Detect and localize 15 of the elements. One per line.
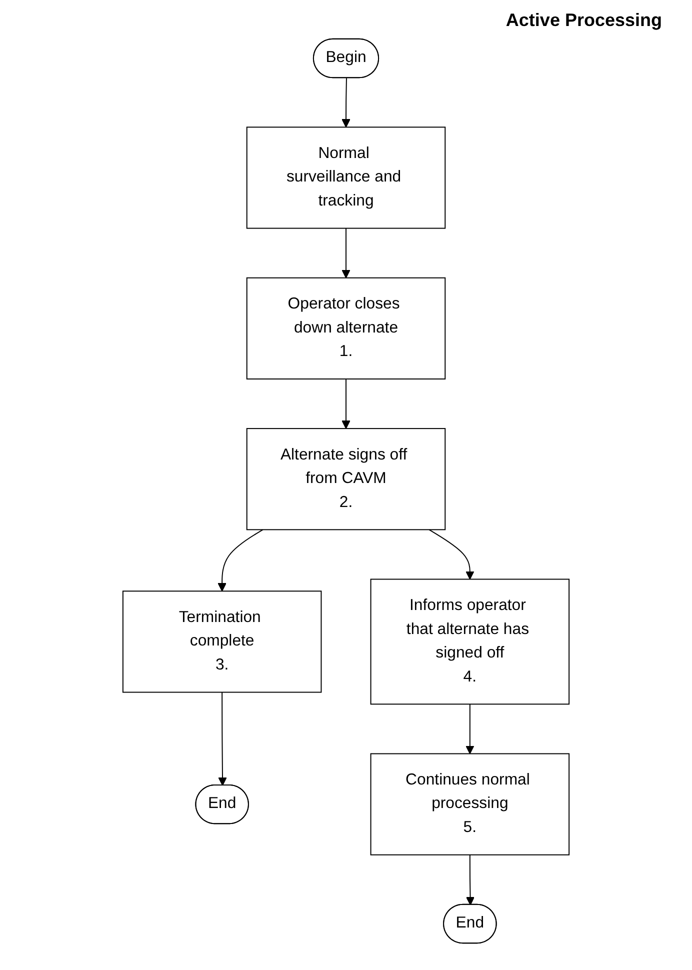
node-box: Operator closes down alternate 1. bbox=[246, 277, 446, 380]
column-heading: Active Processing bbox=[504, 10, 662, 31]
arrow bbox=[342, 228, 350, 278]
node-box: Continues normal processing 5. bbox=[370, 753, 570, 856]
node-box: Informs operator that alternate has signed off 4. bbox=[370, 578, 570, 705]
arrow bbox=[342, 78, 350, 128]
arrow bbox=[466, 854, 475, 906]
node-box: Termination complete 3. bbox=[122, 590, 322, 693]
arrow bbox=[342, 378, 350, 429]
arrow bbox=[466, 704, 474, 754]
arrow bbox=[218, 692, 227, 786]
arrow bbox=[218, 529, 264, 592]
node-box: Alternate signs off from CAVM 2. bbox=[246, 428, 446, 530]
arrow bbox=[428, 529, 474, 580]
node-box: Normal surveillance and tracking bbox=[246, 126, 446, 229]
